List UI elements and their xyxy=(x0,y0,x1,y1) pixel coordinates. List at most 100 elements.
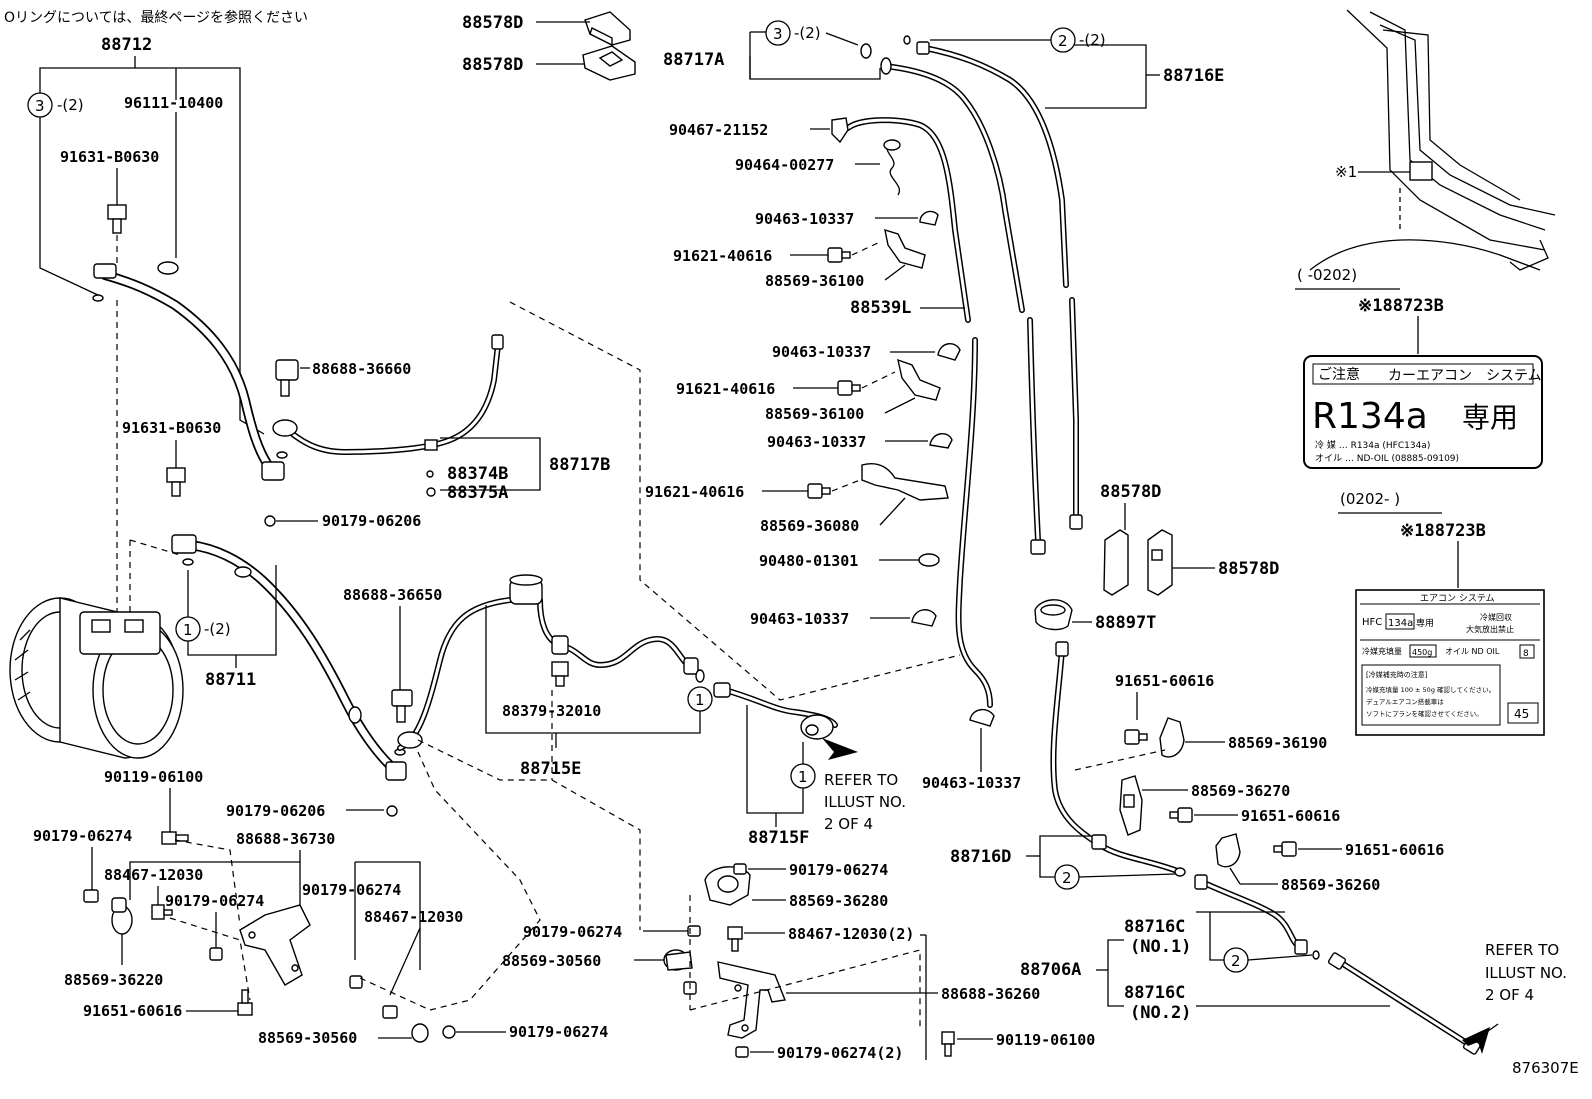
label-91631-b0630-b[interactable]: 91631-B0630 xyxy=(122,419,221,437)
label-90480-01301[interactable]: 90480-01301 xyxy=(759,552,858,570)
leader-88715F xyxy=(746,705,804,814)
label-88569-36270[interactable]: 88569-36270 xyxy=(1191,782,1290,800)
label-90179-06274-c[interactable]: 90179-06274 xyxy=(302,881,401,899)
label-88569-30560-b[interactable]: 88569-30560 xyxy=(502,952,601,970)
bolt-91651-b xyxy=(1124,729,1148,745)
label-91651-60616-a[interactable]: 91651-60616 xyxy=(83,1002,182,1020)
label-90179-06274-f[interactable]: 90179-06274 xyxy=(523,923,622,941)
circle-2-c[interactable]: 2 xyxy=(1223,947,1249,973)
circle-1-right[interactable]: 1 xyxy=(790,763,816,789)
label-88717B[interactable]: 88717B xyxy=(549,455,610,475)
label-90179-06274-e[interactable]: 90179-06274 xyxy=(789,861,888,879)
label-88467-12030-a[interactable]: 88467-12030 xyxy=(104,866,203,884)
label-90463-10337-e[interactable]: 90463-10337 xyxy=(922,774,1021,792)
label-88688-36730[interactable]: 88688-36730 xyxy=(236,830,335,848)
label-91651-60616-b[interactable]: 91651-60616 xyxy=(1115,672,1214,690)
refer-note-1-line3: 2 OF 4 xyxy=(824,815,873,833)
bracket-88688-36260 xyxy=(717,961,786,1039)
label-88706A[interactable]: 88706A xyxy=(1020,960,1081,980)
label-88569-36190[interactable]: 88569-36190 xyxy=(1228,734,1327,752)
label-88711[interactable]: 88711 xyxy=(205,670,256,690)
label-88578D-4[interactable]: 88578D xyxy=(1218,559,1279,579)
label-88467-12030-b[interactable]: 88467-12030 xyxy=(364,908,463,926)
leader-88716E xyxy=(1045,44,1147,109)
label-90463-10337-d[interactable]: 90463-10337 xyxy=(750,610,849,628)
label-88723B-1[interactable]: ※188723B xyxy=(1358,296,1444,316)
label-88569-36080[interactable]: 88569-36080 xyxy=(760,517,859,535)
label-90119-06100-a[interactable]: 90119-06100 xyxy=(104,768,203,786)
bolt-91631-a xyxy=(107,204,127,234)
card1-r134a: R134a xyxy=(1312,396,1428,437)
card2-prohibit1: 冷媒回収 xyxy=(1480,612,1512,622)
label-91651-60616-c[interactable]: 91651-60616 xyxy=(1241,807,1340,825)
compressor xyxy=(9,597,184,759)
label-90119-06100-b[interactable]: 90119-06100 xyxy=(996,1031,1095,1049)
label-88569-36100-a[interactable]: 88569-36100 xyxy=(765,272,864,290)
label-88716C-2-no[interactable]: (NO.2) xyxy=(1130,1003,1191,1023)
label-88688-36260[interactable]: 88688-36260 xyxy=(941,985,1040,1003)
circle-2-top[interactable]: 2 xyxy=(1050,27,1076,53)
label-88569-36260[interactable]: 88569-36260 xyxy=(1281,876,1380,894)
label-88375A[interactable]: 88375A xyxy=(447,483,508,503)
label-88897T[interactable]: 88897T xyxy=(1095,613,1156,633)
label-88467-12030-c[interactable]: 88467-12030(2) xyxy=(788,925,914,943)
bolt-90119-a xyxy=(161,831,189,845)
label-90179-06274-g[interactable]: 90179-06274(2) xyxy=(777,1044,903,1062)
label-88717A[interactable]: 88717A xyxy=(663,50,724,70)
label-90179-06274-a[interactable]: 90179-06274 xyxy=(33,827,132,845)
bolt-88467-c xyxy=(727,926,743,952)
label-88715F[interactable]: 88715F xyxy=(748,828,809,848)
nut-90179-06274-e xyxy=(733,863,747,875)
arrow-refer-1 xyxy=(822,738,858,760)
label-88723B-2[interactable]: ※188723B xyxy=(1400,521,1486,541)
label-88712[interactable]: 88712 xyxy=(101,35,152,55)
card2-n1: 冷媒充填量 100 ± 50g 確認してください。 xyxy=(1366,685,1495,694)
circle-2-d[interactable]: 2 xyxy=(1054,864,1080,890)
label-88578D-2[interactable]: 88578D xyxy=(462,55,523,75)
label-90179-06274-b[interactable]: 90179-06274 xyxy=(165,892,264,910)
leader-88717A xyxy=(749,56,881,80)
label-88539L[interactable]: 88539L xyxy=(850,298,911,318)
label-90179-06206-a[interactable]: 90179-06206 xyxy=(322,512,421,530)
o-ring-c3 xyxy=(860,43,872,59)
label-88374B[interactable]: 88374B xyxy=(447,464,508,484)
label-90179-06206-b[interactable]: 90179-06206 xyxy=(226,802,325,820)
circle-3-left[interactable]: 3 xyxy=(27,92,53,118)
label-91621-40616-a[interactable]: 91621-40616 xyxy=(673,247,772,265)
label-88569-36280[interactable]: 88569-36280 xyxy=(789,892,888,910)
bracket-88569-36100-b xyxy=(897,358,941,401)
label-96111-10400[interactable]: 96111-10400 xyxy=(124,94,223,112)
label-88578D-1[interactable]: 88578D xyxy=(462,13,523,33)
label-91621-40616-c[interactable]: 91621-40616 xyxy=(645,483,744,501)
svg-text:1: 1 xyxy=(695,691,705,709)
label-91651-60616-d[interactable]: 91651-60616 xyxy=(1345,841,1444,859)
label-88379-32010[interactable]: 88379-32010 xyxy=(502,702,601,720)
label-88716C-2[interactable]: 88716C xyxy=(1124,983,1185,1003)
label-90467-21152[interactable]: 90467-21152 xyxy=(669,121,768,139)
label-88715E[interactable]: 88715E xyxy=(520,759,581,779)
label-88688-36660[interactable]: 88688-36660 xyxy=(312,360,411,378)
label-90463-10337-c[interactable]: 90463-10337 xyxy=(767,433,866,451)
label-88716D[interactable]: 88716D xyxy=(950,847,1011,867)
label-90464-00277[interactable]: 90464-00277 xyxy=(735,156,834,174)
label-88569-30560-a[interactable]: 88569-30560 xyxy=(258,1029,357,1047)
bolt-91651-c xyxy=(1169,807,1193,823)
label-91631-b0630-a[interactable]: 91631-B0630 xyxy=(60,148,159,166)
label-90463-10337-a[interactable]: 90463-10337 xyxy=(755,210,854,228)
circle-1-mid[interactable]: 1 xyxy=(687,686,713,712)
label-91621-40616-b[interactable]: 91621-40616 xyxy=(676,380,775,398)
label-88578D-3[interactable]: 88578D xyxy=(1100,482,1161,502)
label-88716C-1-no[interactable]: (NO.1) xyxy=(1130,937,1191,957)
circle-1-left[interactable]: 1 xyxy=(175,616,201,642)
label-88716E[interactable]: 88716E xyxy=(1163,66,1224,86)
label-90463-10337-b[interactable]: 90463-10337 xyxy=(772,343,871,361)
label-88716C-1[interactable]: 88716C xyxy=(1124,917,1185,937)
label-88569-36220[interactable]: 88569-36220 xyxy=(64,971,163,989)
label-88569-36100-b[interactable]: 88569-36100 xyxy=(765,405,864,423)
label-90179-06274-d[interactable]: 90179-06274 xyxy=(509,1023,608,1041)
card2-notice: [冷媒補充時の注意] xyxy=(1366,670,1428,679)
card2-num: 45 xyxy=(1514,707,1529,721)
label-88688-36650[interactable]: 88688-36650 xyxy=(343,586,442,604)
circle-3-center[interactable]: 3 xyxy=(765,20,791,46)
leader-88569-36100-b xyxy=(884,397,916,414)
